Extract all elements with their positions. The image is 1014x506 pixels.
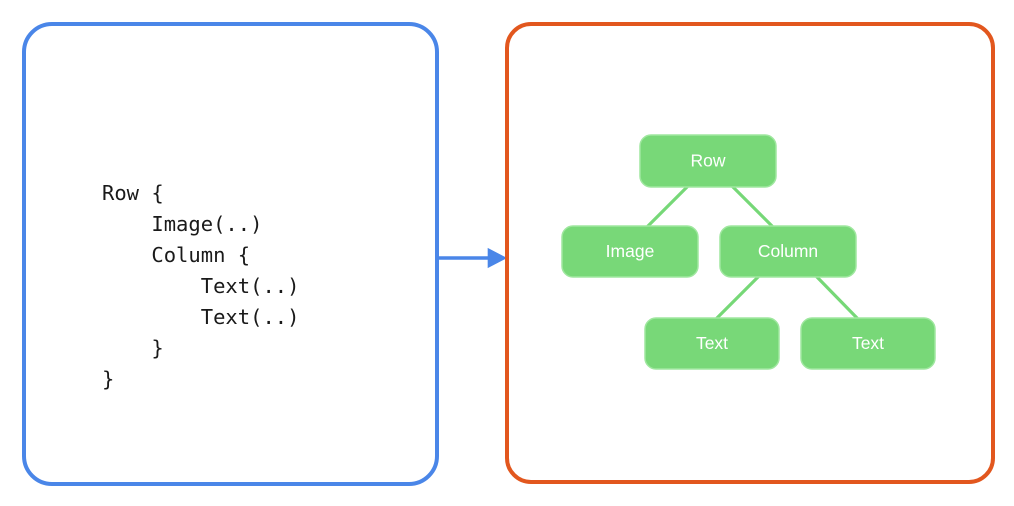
tree-node-box-column	[719, 225, 857, 278]
tree-edge-row-to-column	[731, 185, 774, 228]
tree-node-text1[interactable]: Text	[644, 317, 780, 370]
tree-node-label-row: Row	[690, 151, 725, 171]
tree-node-label-text1: Text	[696, 333, 728, 353]
source-code-block: Row { Image(..) Column { Text(..) Text(.…	[102, 181, 300, 391]
tree-node-box-image	[561, 225, 699, 278]
tree-node-text2[interactable]: Text	[800, 317, 936, 370]
tree-edge-column-to-text1	[715, 275, 760, 320]
tree-node-label-text2: Text	[852, 333, 884, 353]
tree-edge-column-to-text2	[815, 275, 859, 320]
tree-edges-group	[646, 185, 859, 320]
tree-node-label-column: Column	[758, 241, 818, 261]
tree-node-box-text1	[644, 317, 780, 370]
code-panel: Row { Image(..) Column { Text(..) Text(.…	[22, 22, 439, 486]
tree-node-column[interactable]: Column	[719, 225, 857, 278]
tree-node-row[interactable]: Row	[639, 134, 777, 188]
transform-arrow	[438, 247, 508, 269]
tree-node-label-image: Image	[606, 241, 655, 261]
tree-edge-row-to-image	[646, 185, 689, 228]
tree-node-box-row	[639, 134, 777, 188]
tree-node-image[interactable]: Image	[561, 225, 699, 278]
tree-node-box-text2	[800, 317, 936, 370]
